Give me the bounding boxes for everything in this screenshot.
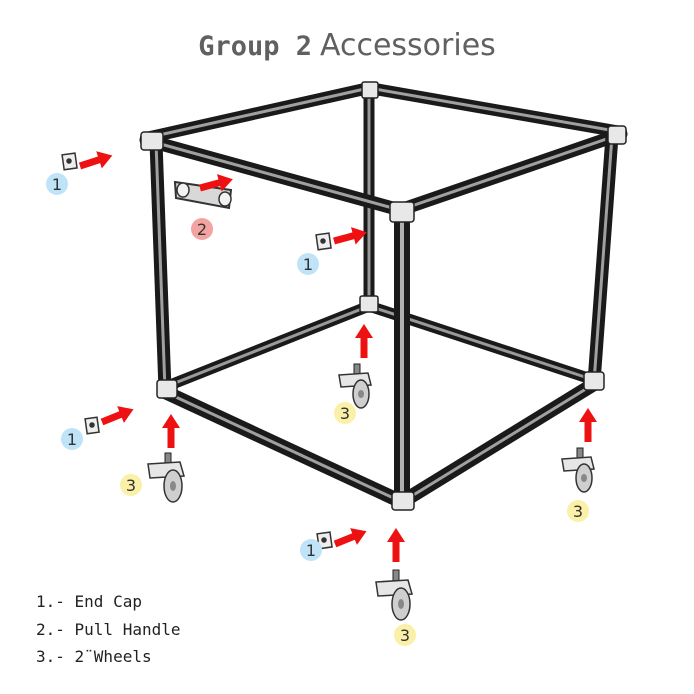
callout-badge: 3 [334, 402, 356, 424]
svg-text:1: 1 [52, 175, 62, 194]
wheel-icon [561, 447, 595, 493]
callout-badge: 3 [394, 624, 416, 646]
svg-text:1: 1 [303, 255, 313, 274]
arrow-icon [333, 528, 367, 548]
parts-legend: 1.- End Cap 2.- Pull Handle 3.- 2¨Wheels [36, 588, 181, 671]
legend-item-pull-handle: 2.- Pull Handle [36, 619, 181, 639]
end-cap-icon [61, 152, 78, 171]
svg-text:3: 3 [126, 476, 136, 495]
arrow-icon [387, 528, 405, 562]
wheel-icon [375, 569, 413, 621]
aluminum-frame [139, 82, 628, 510]
callout-badge: 3 [567, 500, 589, 522]
end-cap-icon [84, 416, 100, 435]
callout-badge: 2 [191, 218, 213, 240]
svg-text:1: 1 [67, 430, 77, 449]
svg-text:3: 3 [573, 502, 583, 521]
legend-item-end-cap: 1.- End Cap [36, 592, 142, 611]
corner-brackets [140, 81, 627, 511]
arrow-icon [579, 408, 597, 442]
arrows [78, 151, 597, 562]
callout-badge: 1 [61, 428, 83, 450]
arrow-icon [100, 406, 134, 426]
frame-bottom-back [159, 300, 600, 393]
callout-badge: 1 [46, 173, 68, 195]
svg-text:3: 3 [400, 626, 410, 645]
callout-badges: 1 2 1 3 1 3 3 [46, 173, 589, 646]
arrow-icon [333, 227, 367, 245]
arrow-icon [199, 174, 233, 192]
callout-badge: 1 [300, 539, 322, 561]
arrow-icon [78, 151, 113, 170]
end-caps [61, 152, 333, 550]
svg-text:3: 3 [340, 404, 350, 423]
svg-text:2: 2 [197, 220, 207, 239]
frame-bottom-front [158, 377, 601, 509]
title-group: Group 2 [198, 31, 312, 62]
arrow-icon [162, 414, 180, 448]
title-accessories: Accessories [319, 28, 496, 63]
svg-text:1: 1 [306, 541, 316, 560]
arrow-icon [355, 324, 373, 358]
wheel-icon [147, 452, 185, 503]
end-cap-icon [316, 531, 333, 550]
frame-side-posts [149, 129, 619, 397]
callout-badge: 1 [297, 253, 319, 275]
wheel-icon [338, 363, 372, 409]
end-cap-icon [315, 232, 332, 251]
callout-badge: 3 [120, 474, 142, 496]
frame-top [139, 82, 628, 217]
legend-item-wheels: 3.- 2¨Wheels [36, 647, 152, 666]
